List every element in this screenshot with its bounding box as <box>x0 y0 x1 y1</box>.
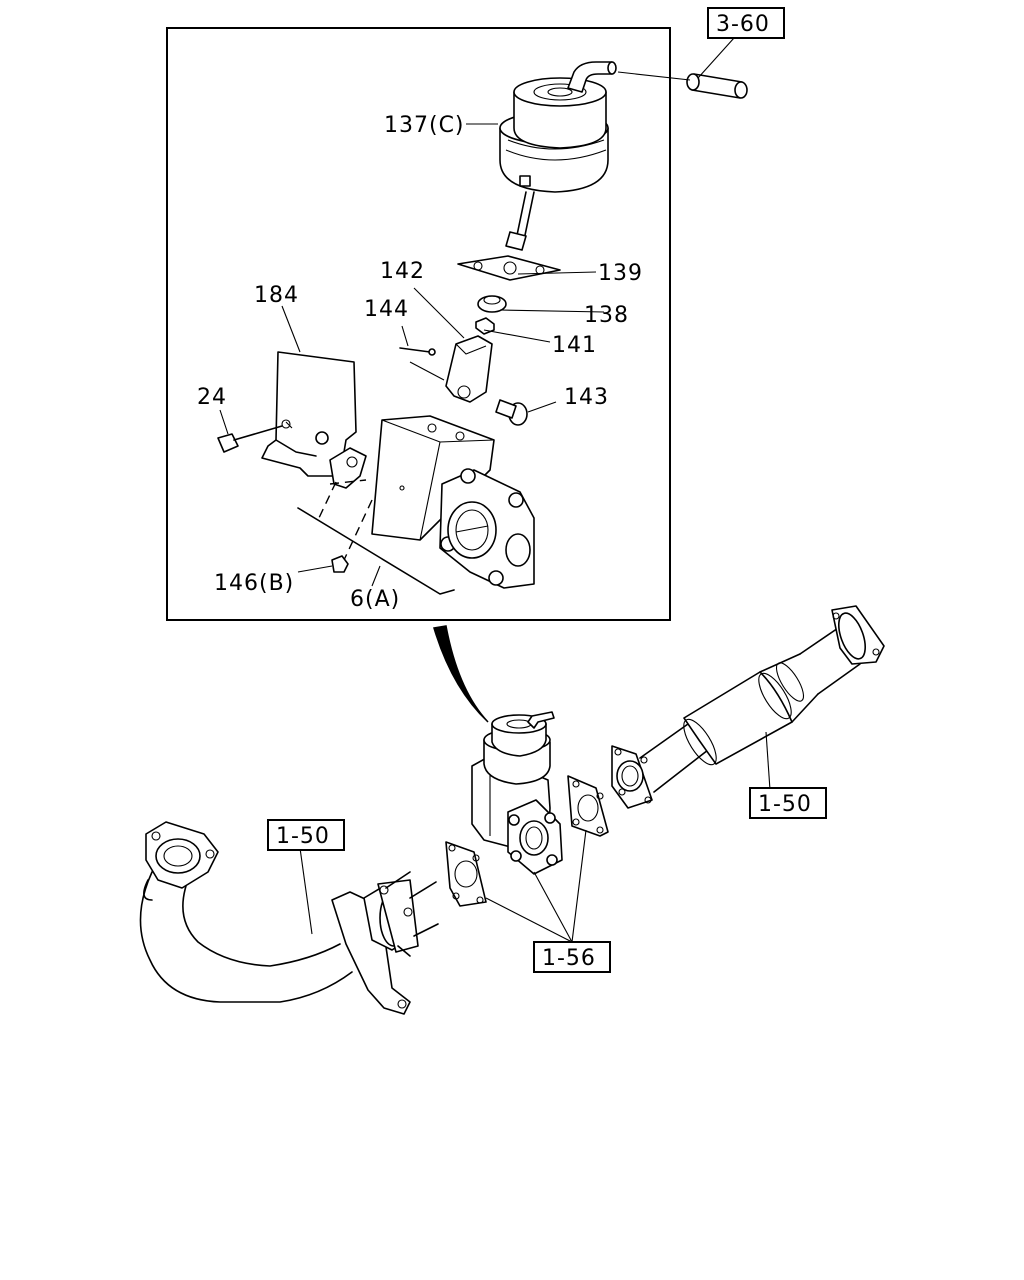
label-184: 184 <box>254 283 299 308</box>
installed-valve-assembly <box>471 711 563 875</box>
bolt-143 <box>495 399 528 426</box>
ref-label-1-50-left: 1-50 <box>276 824 330 849</box>
label-137c: 137(C) <box>384 113 465 138</box>
vacuum-actuator-137c <box>499 61 617 251</box>
ref-box-3-60: 3-60 <box>707 7 785 39</box>
label-139: 139 <box>598 261 643 286</box>
gasket-139 <box>457 255 561 281</box>
ref-label-1-56: 1-56 <box>542 946 596 971</box>
leader-lines-lower <box>299 731 771 943</box>
ref-label-1-50-right: 1-50 <box>758 792 812 817</box>
ref-box-1-50-right: 1-50 <box>749 787 827 819</box>
bolt-24 <box>217 425 283 453</box>
ref-box-1-56: 1-56 <box>533 941 611 973</box>
ref-box-1-50-left: 1-50 <box>267 819 345 851</box>
label-146b: 146(B) <box>214 571 294 596</box>
lever-142 <box>445 335 493 403</box>
leader-lines-inset <box>219 37 735 587</box>
exhaust-brake-valve-6a <box>297 415 535 595</box>
nut-141 <box>475 317 495 335</box>
label-141: 141 <box>552 333 597 358</box>
bracket-184 <box>261 351 357 477</box>
label-144: 144 <box>364 297 409 322</box>
nut-146b <box>331 555 349 573</box>
label-138: 138 <box>584 303 629 328</box>
label-24: 24 <box>197 385 227 410</box>
link-plate <box>315 431 367 489</box>
front-exhaust-pipe <box>139 821 439 1015</box>
gasket-right <box>567 775 609 837</box>
gasket-left <box>445 841 487 907</box>
ref-label-3-60: 3-60 <box>716 12 770 37</box>
rear-exhaust-pipe-with-converter <box>611 605 885 809</box>
vacuum-hose <box>617 71 748 99</box>
detail-inset-frame <box>166 27 671 621</box>
label-6a: 6(A) <box>350 587 400 612</box>
label-143: 143 <box>564 385 609 410</box>
pin-144 <box>399 347 436 356</box>
label-142: 142 <box>380 259 425 284</box>
detail-callout-arrow <box>433 625 489 723</box>
bush-138 <box>477 295 507 313</box>
